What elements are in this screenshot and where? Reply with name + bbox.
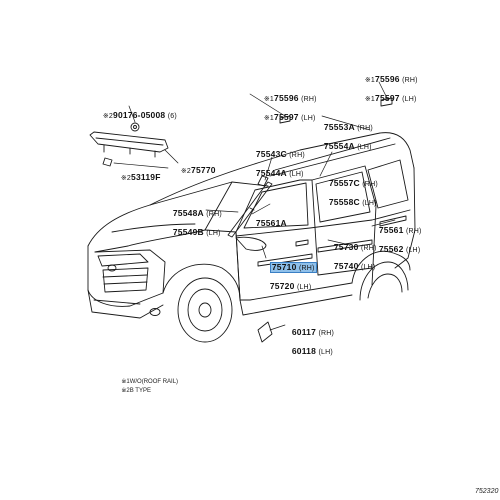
label-75561a: 75561A xyxy=(255,218,287,228)
label-75561-75562: 75561 (RH) 75562 (LH) xyxy=(378,225,422,255)
label-75770: ※275770 xyxy=(180,165,216,176)
label-75710-75720: 75710 (RH) 75720 (LH) xyxy=(269,262,317,291)
label-75553a-75554a: 75553A (RH) 75554A (LH) xyxy=(323,122,373,152)
luggage-rack-bar xyxy=(89,131,169,158)
label-75557c-75558c: 75557C (RH) 75558C (LH) xyxy=(328,178,378,208)
roof-clip-upper-right xyxy=(380,97,393,107)
emblem-bracket xyxy=(102,157,113,167)
mud-guard-part xyxy=(257,321,273,343)
label-75730-75740: 75730 (RH) 75740 (LH) xyxy=(333,242,377,272)
label-75548a-75549b: 75548A (RH) 75549B (LH) xyxy=(172,208,222,238)
door-moulding xyxy=(257,239,373,267)
figure-code: 752320 xyxy=(475,488,499,495)
label-75596-75597-left: ※175596 (RH) ※175597 (LH) xyxy=(263,93,317,123)
footnote-1: ※1W/O(ROOF RAIL) xyxy=(121,379,179,385)
leader-lines xyxy=(113,81,396,331)
roof-clip-upper-left xyxy=(279,115,291,124)
label-75596-75597-right: ※175596 (RH) ※175597 (LH) xyxy=(364,74,418,104)
label-90176-05008: ※290176-05008 (6) xyxy=(102,110,177,121)
footnote-2: ※2B TYPE xyxy=(121,388,151,394)
label-60117-60118: 60117 (RH) 60118 (LH) xyxy=(291,327,335,357)
highlighted-part-75710[interactable]: 75710 (RH) xyxy=(269,262,317,273)
label-75543c-75544a: 75543C (RH) 75544A (LH) xyxy=(255,149,305,179)
clip-part xyxy=(130,122,140,132)
label-53119f: ※253119F xyxy=(120,172,161,183)
vehicle-body xyxy=(87,132,416,343)
quarter-moulding xyxy=(379,215,407,227)
pillar-moulding xyxy=(227,181,273,238)
pillar-clip xyxy=(257,175,269,187)
